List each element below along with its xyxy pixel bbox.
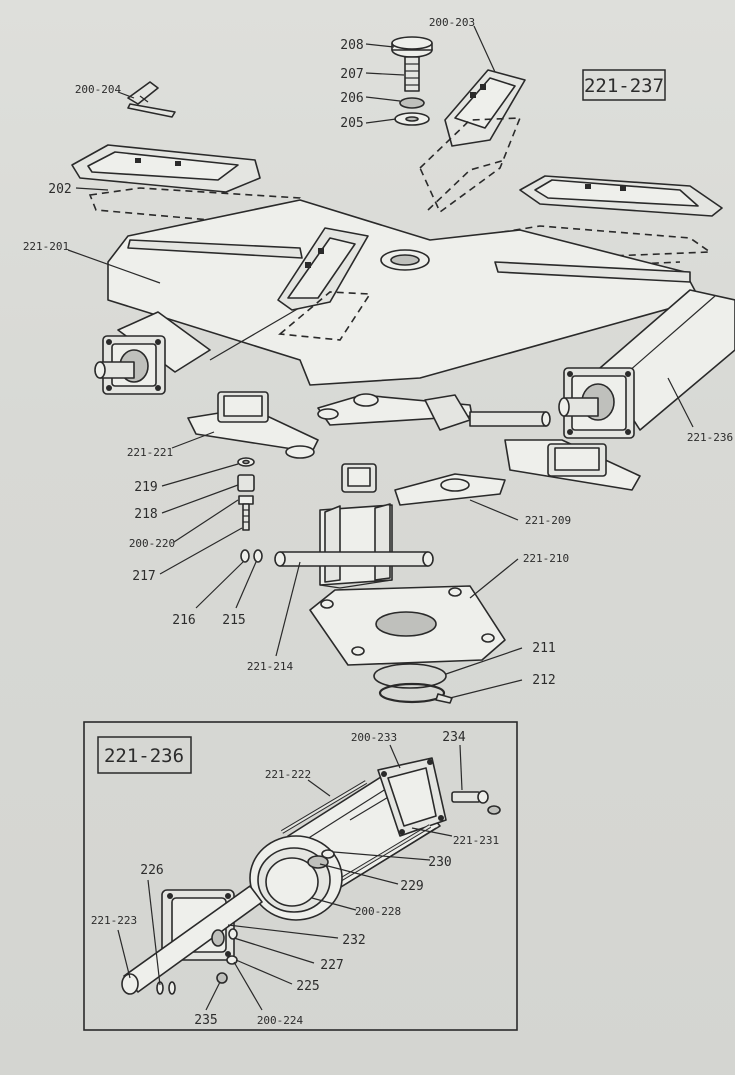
label-230: 230 [428, 855, 451, 870]
arm-pad-right [476, 175, 723, 271]
label-215: 215 [222, 613, 245, 628]
label-227: 227 [320, 958, 343, 973]
label-235: 235 [194, 1013, 217, 1028]
right-arm-tube [558, 289, 735, 439]
label-221-236-arm: 221-236 [687, 431, 733, 444]
base-plate [309, 585, 506, 666]
label-217: 217 [132, 569, 155, 584]
left-arm-tube [94, 311, 211, 395]
label-218: 218 [134, 507, 157, 522]
leader-lines [67, 25, 694, 1011]
label-221-209: 221-209 [525, 514, 571, 527]
inset-exploded-view: 221-236 [83, 721, 518, 1031]
label-216: 216 [172, 613, 195, 628]
label-200-224: 200-224 [257, 1014, 304, 1027]
small-hardware-215-219 [237, 457, 263, 563]
label-200-203: 200-203 [429, 16, 475, 29]
label-207: 207 [340, 67, 363, 82]
label-221-222: 221-222 [265, 768, 311, 781]
clip-part-200-204 [127, 81, 176, 118]
label-221-223: 221-223 [91, 914, 137, 927]
swivel-links [187, 391, 641, 506]
assembly-label-box: 221-237 [582, 69, 666, 101]
label-225: 225 [296, 979, 319, 994]
label-221-221: 221-221 [127, 446, 173, 459]
label-221-231: 221-231 [453, 834, 499, 847]
top-pad-bolt-stack [391, 36, 433, 126]
part-number-labels: 200-203 208 207 206 205 200-204 202 221-… [23, 16, 733, 1028]
center-arm-pad [277, 227, 372, 341]
label-219: 219 [134, 480, 157, 495]
label-212: 212 [532, 673, 555, 688]
label-200-228: 200-228 [355, 905, 401, 918]
label-205: 205 [340, 116, 363, 131]
label-221-201: 221-201 [23, 240, 69, 253]
main-arm-plate [107, 199, 701, 386]
inset-label: 221-236 [104, 745, 184, 767]
label-232: 232 [342, 933, 365, 948]
arm-pad-top [419, 69, 526, 214]
center-base-block [274, 463, 434, 589]
rings-211-212 [373, 663, 453, 704]
label-229: 229 [400, 879, 423, 894]
label-206: 206 [340, 91, 363, 106]
label-202: 202 [48, 182, 71, 197]
label-234: 234 [442, 730, 466, 745]
label-221-214: 221-214 [247, 660, 294, 673]
label-200-204: 200-204 [75, 83, 122, 96]
label-211: 211 [532, 641, 555, 656]
label-208: 208 [340, 38, 363, 53]
label-200-220: 200-220 [129, 537, 175, 550]
label-200-233: 200-233 [351, 731, 397, 744]
label-226: 226 [140, 863, 163, 878]
label-221-210: 221-210 [523, 552, 569, 565]
assembly-label: 221-237 [584, 75, 664, 97]
